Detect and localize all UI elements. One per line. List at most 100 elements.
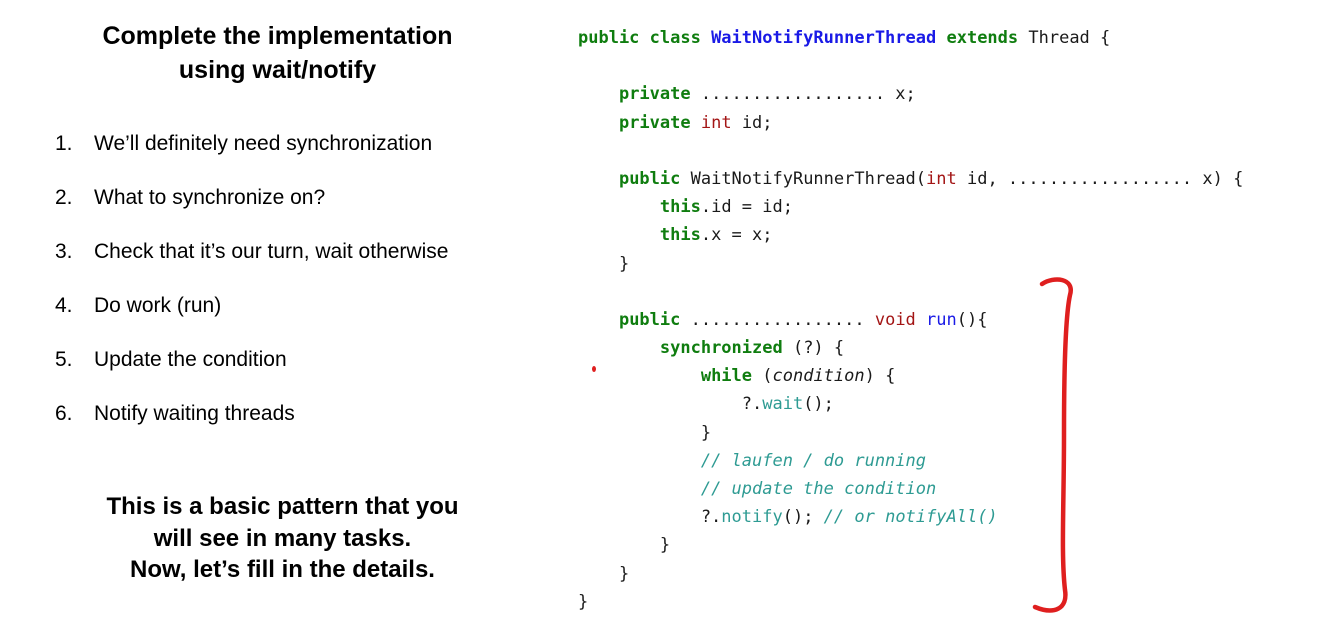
code-token: private <box>618 112 691 133</box>
list-item: 2. What to synchronize on? <box>55 185 555 210</box>
code-line: // laufen / do running <box>578 447 1243 475</box>
code-token <box>578 197 660 217</box>
code-line: public WaitNotifyRunnerThread(int id, ..… <box>578 165 1243 193</box>
code-token: ?. <box>578 394 763 415</box>
red-tick-mark <box>592 366 596 372</box>
list-item-text: What to synchronize on? <box>94 186 326 209</box>
code-token: synchronized <box>659 338 783 359</box>
footer-note: This is a basic pattern that you will se… <box>0 491 565 586</box>
code-token <box>578 310 619 330</box>
code-line: while (condition) { <box>578 362 1243 390</box>
code-line: } <box>578 560 1243 588</box>
code-token: public <box>618 309 681 330</box>
code-token: condition <box>772 366 865 387</box>
code-line <box>578 278 1243 306</box>
code-line: } <box>578 588 1243 616</box>
footer-note-line-1: This is a basic pattern that you <box>106 493 459 520</box>
code-line: public ................. void run(){ <box>578 306 1243 334</box>
list-item-number: 6. <box>55 402 73 425</box>
code-token: run <box>926 309 957 330</box>
code-token: ................. <box>680 309 875 330</box>
code-line: ?.wait(); <box>578 390 1243 418</box>
code-line: synchronized (?) { <box>578 334 1243 362</box>
code-token <box>578 479 701 499</box>
code-line: ?.notify(); // or notifyAll() <box>578 503 1243 531</box>
numbered-list: 1. We’ll definitely need synchronization 2… <box>55 131 555 426</box>
code-token: WaitNotifyRunnerThread( <box>680 168 927 189</box>
code-line: public class WaitNotifyRunnerThread exte… <box>578 24 1243 52</box>
code-token: int <box>700 112 732 133</box>
code-token: } <box>578 591 589 612</box>
list-item-text: Check that it’s our turn, wait otherwise <box>94 240 449 263</box>
red-bracket-annotation <box>1032 277 1073 613</box>
code-token <box>578 366 701 386</box>
code-line <box>578 137 1243 165</box>
code-token: } <box>578 563 630 584</box>
code-token: void <box>874 309 916 330</box>
code-token <box>578 338 660 358</box>
code-token: int <box>926 168 957 189</box>
slide-title: Complete the implementation using wait/n… <box>0 19 555 87</box>
list-item-text: Update the condition <box>94 348 287 371</box>
list-item: 3. Check that it’s our turn, wait otherwi… <box>55 239 555 264</box>
list-item: 1. We’ll definitely need synchronization <box>55 131 555 156</box>
code-token: id, .................. x) { <box>956 168 1244 189</box>
code-token: (); <box>782 507 824 528</box>
code-token: Thread { <box>1018 28 1111 48</box>
code-token: while <box>700 366 753 387</box>
code-token: wait <box>762 394 804 415</box>
list-item-text: Notify waiting threads <box>94 402 295 425</box>
list-item-number: 3. <box>55 240 73 263</box>
code-line: } <box>578 531 1243 559</box>
code-line: private int id; <box>578 109 1243 137</box>
code-token <box>578 225 660 245</box>
list-item: 5. Update the condition <box>55 347 555 372</box>
code-token: .id = id; <box>700 197 793 218</box>
code-token: WaitNotifyRunnerThread <box>711 28 937 48</box>
footer-note-line-3: Now, let’s fill in the details. <box>130 556 435 583</box>
code-panel: public class WaitNotifyRunnerThread exte… <box>578 24 1243 616</box>
code-line: } <box>578 250 1243 278</box>
code-token: id; <box>731 112 773 133</box>
code-token: notify <box>721 507 783 528</box>
code-token: (){ <box>956 309 988 330</box>
left-panel: Complete the implementation using wait/n… <box>0 0 555 617</box>
code-token <box>578 169 619 189</box>
list-item-number: 1. <box>55 132 73 155</box>
code-token: // or notifyAll() <box>823 507 998 528</box>
list-item-number: 2. <box>55 186 73 209</box>
list-item: 4. Do work (run) <box>55 293 555 318</box>
code-token: this <box>659 197 701 218</box>
code-token: .x = x; <box>700 225 773 246</box>
code-token <box>578 113 619 133</box>
list-item-number: 4. <box>55 294 73 317</box>
code-token: // laufen / do running <box>700 450 926 471</box>
code-token: (); <box>803 394 834 415</box>
code-token <box>916 310 926 330</box>
footer-note-line-2: will see in many tasks. <box>153 524 412 552</box>
code-token: ( <box>752 366 773 387</box>
code-token: extends <box>946 28 1019 48</box>
code-token <box>691 113 701 133</box>
code-token: public <box>618 168 681 189</box>
list-item-text: We’ll definitely need synchronization <box>94 132 433 155</box>
code-token <box>936 28 946 48</box>
code-token: this <box>659 225 701 246</box>
code-line: } <box>578 419 1243 447</box>
code-token: public class <box>578 28 712 48</box>
code-token: } <box>578 535 671 556</box>
list-item: 6. Notify waiting threads <box>55 401 555 426</box>
code-line: this.id = id; <box>578 193 1243 221</box>
code-token: private <box>618 84 691 105</box>
code-token: ) { <box>864 366 896 387</box>
code-token: .................. x; <box>690 84 916 105</box>
list-item-number: 5. <box>55 348 73 371</box>
code-token <box>578 84 619 104</box>
slide-title-line-2: using wait/notify <box>178 56 377 84</box>
code-token: (?) { <box>782 338 845 359</box>
code-token: ?. <box>578 507 722 528</box>
code-line: // update the condition <box>578 475 1243 503</box>
list-item-text: Do work (run) <box>94 294 222 317</box>
code-token: } <box>578 253 630 274</box>
